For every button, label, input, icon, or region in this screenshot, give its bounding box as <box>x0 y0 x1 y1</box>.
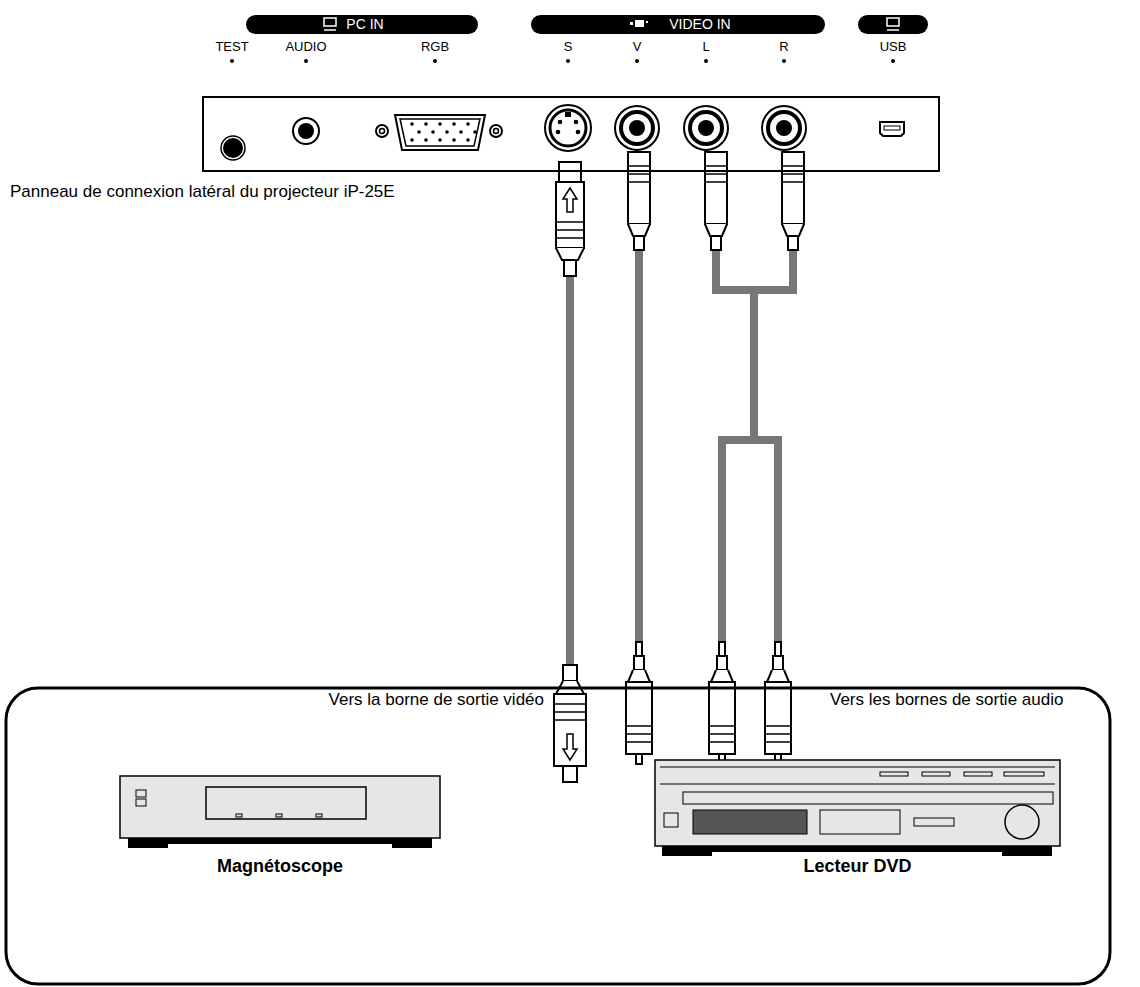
port-label: AUDIO <box>285 40 326 55</box>
cable-note: Vers la borne de sortie vidéo <box>329 690 544 710</box>
port-label: USB <box>880 40 907 55</box>
group-header: VIDEO IN <box>669 16 730 32</box>
dvd-device: Lecteur DVD <box>645 755 1070 895</box>
vcr-device: Magnétoscope <box>110 770 450 895</box>
group-header: PC IN <box>346 16 383 32</box>
port-label: V <box>633 40 642 55</box>
connection-panel: Panneau de connexion latéral du projecte… <box>202 96 940 172</box>
port-label: TEST <box>215 40 248 55</box>
cable-note: Vers les bornes de sortie audio <box>830 690 1063 710</box>
device-name: Magnétoscope <box>217 856 343 877</box>
port-label: L <box>702 40 709 55</box>
port-label: RGB <box>421 40 449 55</box>
panel-caption: Panneau de connexion latéral du projecte… <box>10 182 395 202</box>
device-name: Lecteur DVD <box>803 856 911 877</box>
port-label: R <box>779 40 788 55</box>
port-label: S <box>564 40 573 55</box>
